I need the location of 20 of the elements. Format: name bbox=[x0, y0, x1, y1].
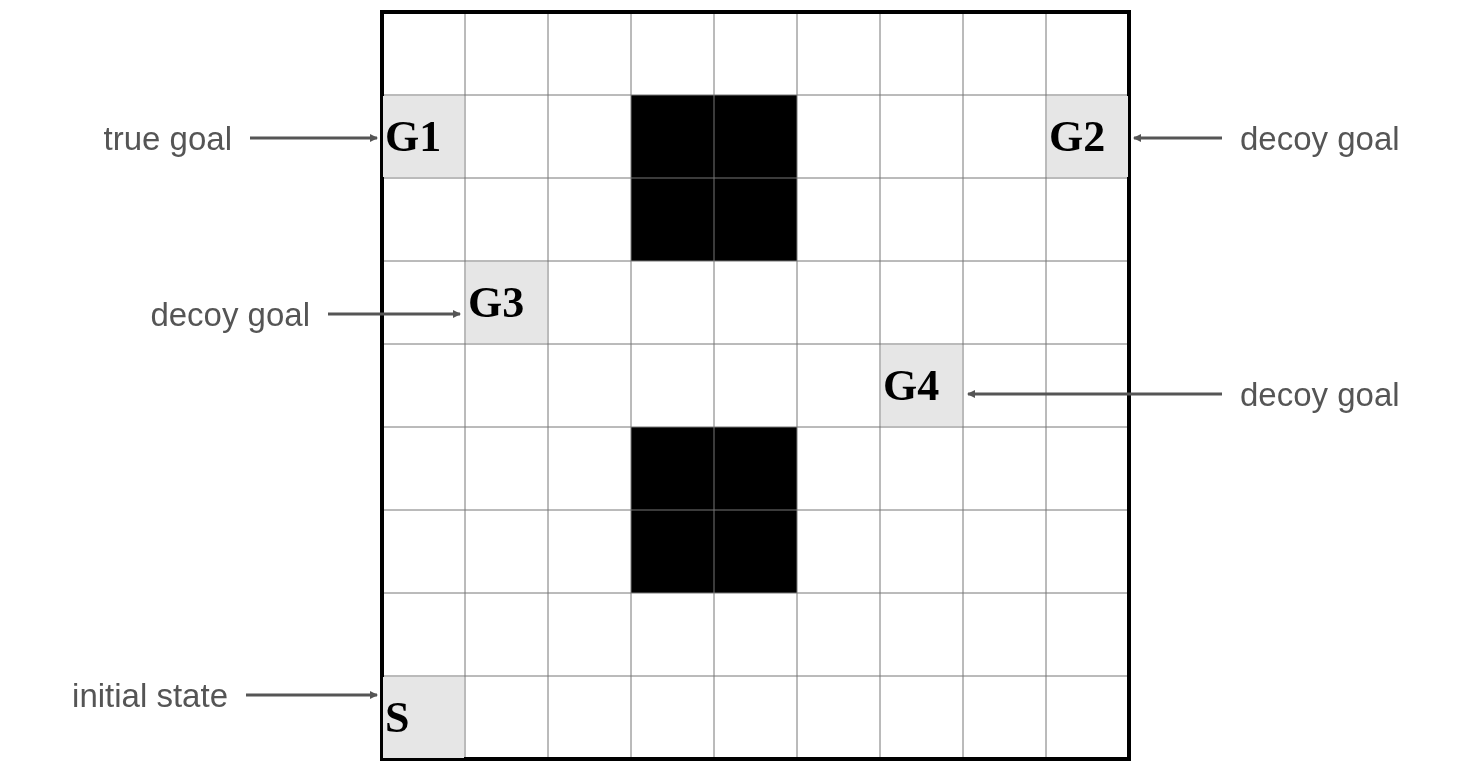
goal-cell bbox=[1047, 96, 1128, 177]
annotation-label: decoy goal bbox=[1240, 372, 1455, 416]
goal-cell bbox=[466, 262, 547, 343]
annotation-label: initial state bbox=[10, 673, 228, 717]
cell-label: G4 bbox=[883, 363, 940, 408]
goal-cell bbox=[383, 677, 464, 758]
annotation-label: true goal bbox=[20, 116, 232, 160]
cell-label: S bbox=[385, 695, 410, 740]
arrow bbox=[328, 310, 461, 318]
goal-cell bbox=[881, 345, 962, 426]
annotation-label: decoy goal bbox=[90, 292, 310, 336]
arrow bbox=[246, 691, 378, 699]
goal-cell bbox=[383, 96, 464, 177]
cell-label: G1 bbox=[385, 114, 442, 159]
arrow bbox=[250, 134, 378, 142]
cell-label: G3 bbox=[468, 280, 525, 325]
arrow bbox=[967, 390, 1222, 398]
annotation-label: decoy goal bbox=[1240, 116, 1455, 160]
cell-label: G2 bbox=[1049, 114, 1106, 159]
arrow bbox=[1133, 134, 1222, 142]
